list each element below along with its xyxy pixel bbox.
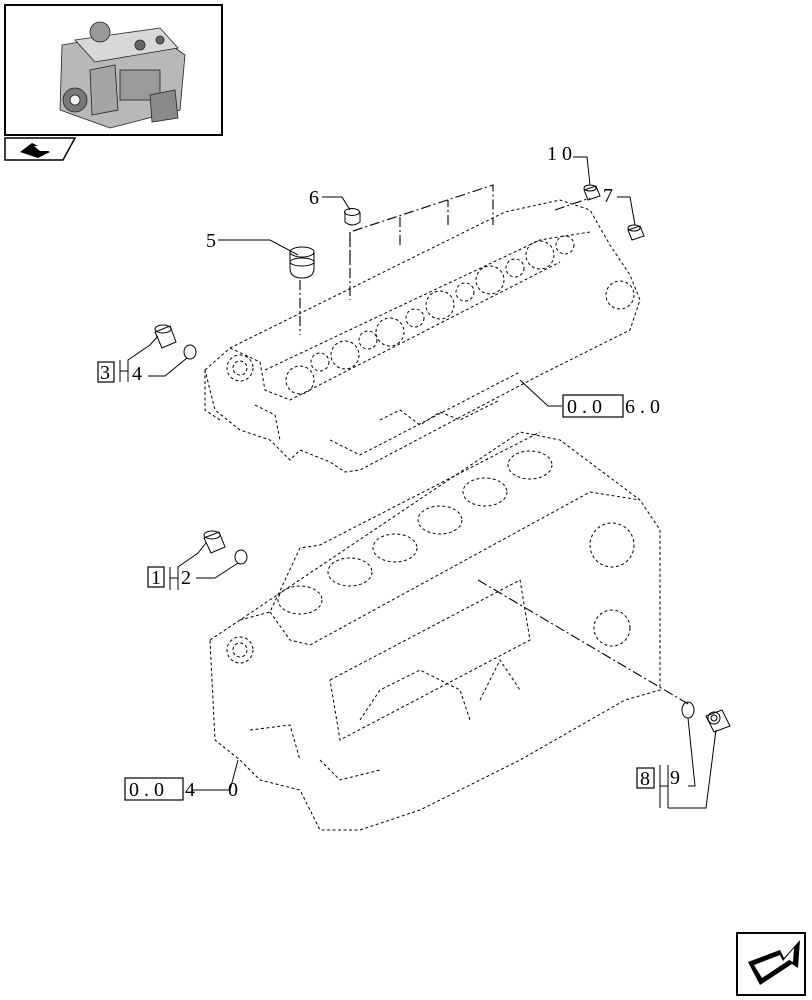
part-8-plug [705, 709, 731, 733]
callout-3: 3 [100, 362, 110, 384]
callout-4: 4 [132, 363, 142, 385]
head-ref-suffix: 6 . 0 [625, 396, 660, 418]
engine-block-reference-link[interactable]: 0 . 0 4 0 [124, 777, 238, 801]
part-7-plug [627, 224, 645, 241]
back-arrow-icon [20, 143, 50, 158]
part-3-plug [154, 324, 177, 349]
callout-1: 1 [151, 567, 161, 589]
head-ref-boxed: 0 . 0 [567, 396, 602, 418]
part-5-plug [289, 246, 315, 279]
block-centerline [477, 579, 691, 706]
block-cylinder-bores [277, 450, 553, 615]
cylinder-head-reference-link[interactable]: 0 . 0 6 . 0 [562, 394, 660, 418]
head-valve-ports [285, 235, 575, 395]
callout-9: 9 [670, 767, 680, 789]
cylinder-head-drawing [204, 199, 641, 473]
callout-7: 7 [603, 185, 613, 207]
callout-2: 2 [181, 567, 191, 589]
callout-3-box [97, 361, 115, 383]
engine-thumbnail-icon [59, 21, 186, 129]
block-ref-boxed: 0 . 0 [129, 779, 164, 801]
next-page-arrow-icon [748, 940, 800, 985]
block-ref-suffix-b: 0 [228, 779, 238, 801]
part-4-ring [183, 344, 197, 360]
back-tab-button[interactable] [4, 137, 77, 161]
callout-5: 5 [206, 230, 216, 252]
next-page-button[interactable] [736, 932, 806, 996]
part-9-ring [681, 701, 695, 719]
leader-lines [119, 156, 717, 809]
block-ref-suffix-a: 4 [185, 779, 195, 801]
part-10-plug [583, 184, 601, 201]
callout-1-box [147, 566, 165, 588]
callout-6: 6 [309, 187, 319, 209]
part-6-sleeve [344, 208, 361, 226]
head-centerlines [299, 184, 591, 335]
callout-10: 1 0 [547, 143, 572, 165]
callout-8: 8 [640, 768, 650, 790]
engine-block-drawing [209, 431, 661, 831]
callout-8-box [636, 767, 655, 789]
part-2-ring [234, 549, 248, 565]
part-1-plug [203, 530, 226, 554]
engine-thumbnail[interactable] [4, 4, 223, 136]
